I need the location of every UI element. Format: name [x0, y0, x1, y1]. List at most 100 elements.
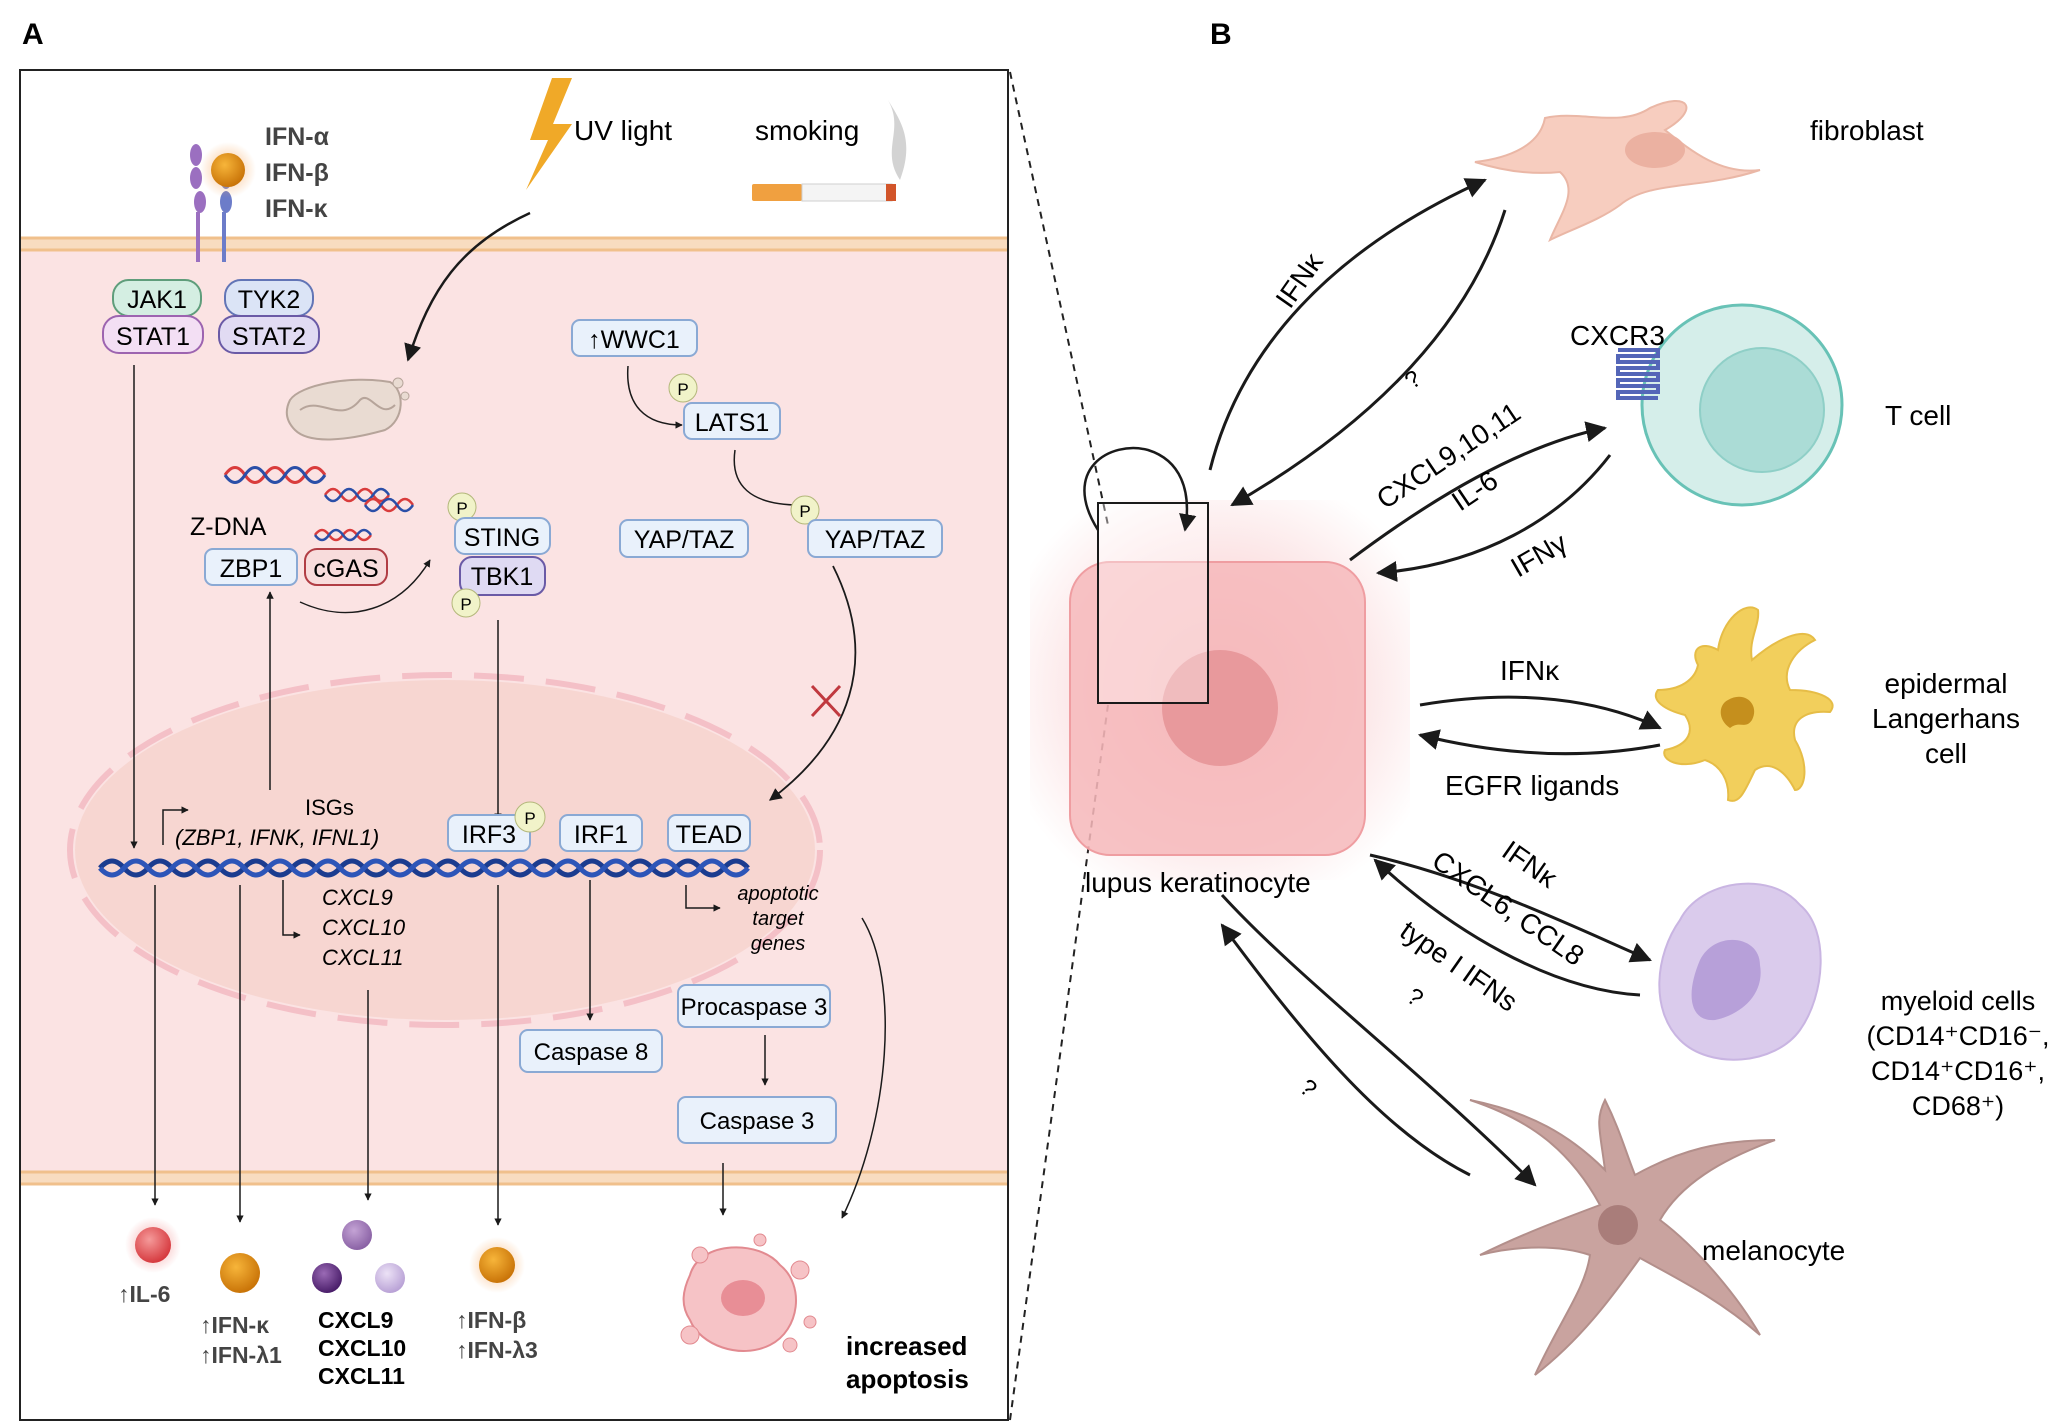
svg-text:JAK1: JAK1	[127, 286, 187, 314]
cxcl11-gene: CXCL11	[322, 945, 404, 970]
isgs-label: ISGs	[305, 795, 354, 820]
egfr-label: EGFR ligands	[1445, 770, 1619, 801]
isg-genes-label: (ZBP1, IFNK, IFNL1)	[175, 825, 379, 850]
zoom-box	[1097, 502, 1209, 704]
cxcl9-gene: CXCL9	[322, 885, 393, 910]
dna-fragments-icon	[223, 466, 415, 542]
tcell-label: T cell	[1885, 400, 1951, 431]
ifnk-to-myeloid-arrow	[1369, 853, 1652, 963]
phospho-yaptaz-box: YAP/TAZ	[807, 519, 943, 558]
phospho-icon	[451, 588, 481, 618]
zbp1-box: ZBP1	[204, 548, 298, 586]
dna-helix-icon	[98, 858, 750, 878]
lc-label-line3: cell	[1925, 738, 1967, 769]
keratinocyte-to-melanocyte-arrow	[1220, 893, 1537, 1187]
phospho-icon	[790, 495, 820, 525]
cxcl-molecule-icon	[375, 1263, 405, 1293]
svg-text:STAT1: STAT1	[116, 323, 190, 351]
fibroblast-cell	[1474, 99, 1761, 243]
tyk2-box: TYK2	[224, 279, 314, 317]
phospho-icon	[514, 801, 546, 833]
svg-text:P: P	[799, 502, 810, 521]
tead-box: TEAD	[667, 814, 751, 852]
irf3-box: IRF3	[447, 814, 531, 852]
ifnl1-output: ↑IFN-λ1	[200, 1342, 282, 1368]
cxcl10-output: CXCL10	[318, 1335, 406, 1361]
myeloid-label-line4: CD68⁺)	[1912, 1091, 2004, 1121]
lightning-icon	[526, 78, 572, 190]
panel-b-letter: B	[1210, 18, 1232, 51]
autocrine-arrow	[1083, 446, 1197, 532]
bottom-membrane	[21, 1172, 1007, 1184]
fibroblast-label: fibroblast	[1810, 115, 1924, 146]
svg-text:TBK1: TBK1	[471, 563, 534, 591]
svg-text:ZBP1: ZBP1	[220, 555, 283, 583]
ifn-kappa-label: IFN-κ	[265, 195, 328, 223]
ifnk-molecule-icon	[220, 1253, 260, 1293]
caspase3-box: Caspase 3	[677, 1096, 837, 1144]
cxcl10-gene: CXCL10	[322, 915, 406, 940]
svg-text:STING: STING	[464, 524, 540, 552]
svg-text:P: P	[460, 595, 471, 614]
tbk1-box: TBK1	[459, 556, 546, 596]
melanocyte-cell	[1469, 1097, 1776, 1376]
cxcl9-output: CXCL9	[318, 1307, 393, 1333]
wwc1-box: ↑WWC1	[571, 319, 698, 357]
il6-molecule-icon	[135, 1227, 171, 1263]
melanocyte-label: melanocyte	[1702, 1235, 1845, 1266]
irf1-box: IRF1	[559, 814, 643, 852]
fibroblast-question: ?	[1400, 365, 1426, 395]
egfr-to-keratinocyte-arrow	[1417, 729, 1661, 756]
svg-text:IRF3: IRF3	[462, 821, 516, 849]
fibroblast-to-keratinocyte-arrow	[1230, 209, 1507, 507]
ifnk-fibroblast-label: IFNκ	[1270, 246, 1330, 313]
svg-text:YAP/TAZ: YAP/TAZ	[634, 526, 734, 554]
lc-label-line1: epidermal	[1885, 668, 2008, 699]
sting-box: STING	[454, 517, 551, 555]
top-membrane	[21, 238, 1007, 250]
ifnb-molecule-icon	[479, 1247, 515, 1283]
panel-a-letter: A	[22, 18, 44, 51]
stat1-box: STAT1	[102, 315, 204, 354]
ifn-receptor	[190, 142, 256, 262]
yaptaz-box: YAP/TAZ	[619, 519, 749, 558]
svg-text:P: P	[524, 809, 535, 828]
apoptotic-target-line2: target	[752, 908, 805, 930]
ifn-ligand-icon	[211, 153, 245, 187]
lats1-box: LATS1	[683, 402, 781, 440]
svg-text:P: P	[677, 380, 688, 399]
uv-label: UV light	[574, 115, 672, 146]
stat2-box: STAT2	[218, 315, 320, 354]
apoptotic-target-line3: genes	[751, 933, 806, 955]
ifn-alpha-label: IFN-α	[265, 123, 330, 151]
cxcl-molecule-icon	[342, 1220, 372, 1250]
svg-text:IRF1: IRF1	[574, 821, 628, 849]
myeloid-cell	[1658, 882, 1822, 1061]
keratinocyte-cell	[1030, 500, 1410, 880]
apoptotic-cell-icon	[680, 1233, 817, 1353]
phospho-icon	[668, 373, 698, 403]
ifnk-to-fibroblast-arrow	[1208, 178, 1487, 471]
myeloid-label-line1: myeloid cells	[1881, 986, 2036, 1016]
blocked-x-icon	[810, 684, 842, 718]
myeloid-label-line3: CD14⁺CD16⁺,	[1871, 1056, 2045, 1086]
ifnk-to-lc-arrow	[1419, 695, 1662, 730]
cxcl11-output: CXCL11	[318, 1363, 405, 1389]
cxcr3-label: CXCR3	[1570, 320, 1665, 351]
ifn-beta-label: IFN-β	[265, 159, 329, 187]
zoom-line	[1009, 71, 1109, 526]
zdna-label: Z-DNA	[190, 513, 267, 541]
lc-label-line2: Langerhans	[1872, 703, 2020, 734]
ifnl3-output: ↑IFN-λ3	[456, 1337, 538, 1363]
myeloid-label-line2: (CD14⁺CD16⁻,	[1866, 1021, 2049, 1051]
svg-text:LATS1: LATS1	[695, 409, 770, 437]
svg-text:TEAD: TEAD	[676, 821, 743, 849]
cxcl-tcell-label: CXCL9,10,11	[1371, 396, 1526, 515]
svg-text:P: P	[456, 499, 467, 518]
t-cell	[1640, 303, 1844, 507]
svg-text:cGAS: cGAS	[313, 555, 378, 583]
nucleus	[67, 672, 823, 1028]
mitochondrion-icon	[285, 377, 410, 441]
melanocyte-question-2: ?	[1294, 1074, 1322, 1103]
